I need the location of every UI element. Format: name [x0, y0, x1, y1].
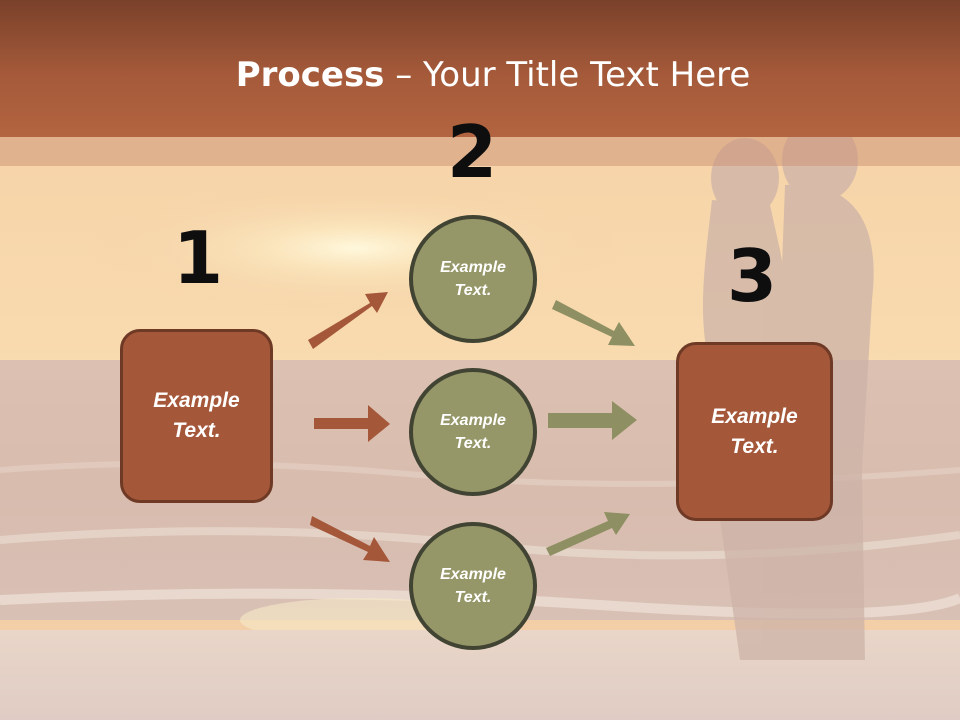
middle-circle-center-text: Example Text.: [440, 412, 506, 452]
arrow-from-bottom-circle: [546, 512, 630, 556]
arrow-from-middle-circle: [548, 401, 637, 440]
target-box-text: Example Text.: [711, 404, 798, 458]
target-box: Example Text.: [676, 342, 833, 521]
arrow-to-bottom-circle: [310, 516, 390, 562]
slide-title: Process – Your Title Text Here: [0, 52, 960, 98]
source-box: Example Text.: [120, 329, 273, 503]
middle-circle-bottom: Example Text.: [409, 522, 537, 650]
middle-circle-top: Example Text.: [409, 215, 537, 343]
title-header: [0, 0, 960, 137]
arrow-from-top-circle: [552, 300, 635, 346]
source-box-text: Example Text.: [153, 389, 240, 442]
step-number-1: 1: [172, 216, 224, 300]
title-rest: – Your Title Text Here: [384, 55, 751, 95]
title-bold: Process: [235, 55, 385, 95]
arrow-to-top-circle: [308, 292, 388, 349]
middle-circle-bottom-text: Example Text.: [440, 566, 506, 606]
header-band: [0, 137, 960, 166]
arrow-to-middle-circle: [314, 405, 390, 442]
middle-circle-center: Example Text.: [409, 368, 537, 496]
step-number-3: 3: [726, 234, 778, 318]
step-number-2: 2: [446, 110, 498, 194]
middle-circle-top-text: Example Text.: [440, 259, 506, 299]
